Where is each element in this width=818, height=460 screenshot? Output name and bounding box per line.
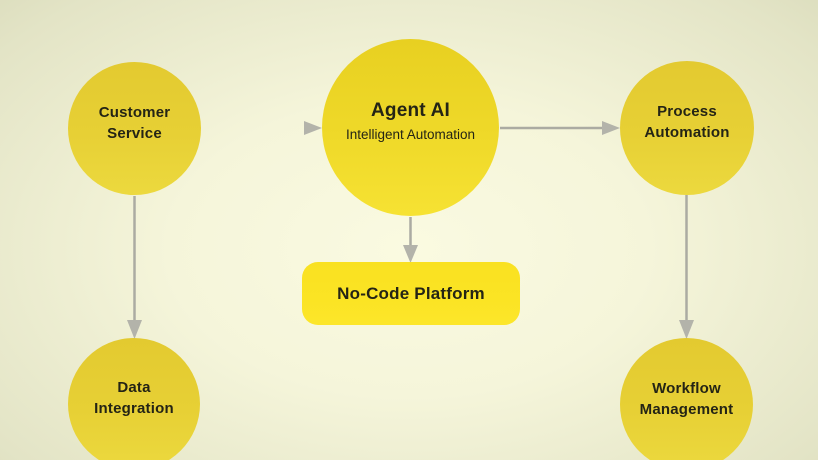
edge-customer-service-to-data-integration bbox=[127, 196, 142, 339]
node-label-line1: Customer bbox=[98, 103, 171, 121]
hub-subtitle: Intelligent Automation bbox=[345, 127, 476, 142]
node-label-line2: Integration bbox=[94, 400, 174, 417]
arrow-right-icon bbox=[304, 121, 322, 135]
node-process-automation[interactable]: Process Automation bbox=[620, 61, 754, 195]
node-label-line1: Process bbox=[657, 103, 717, 120]
node-label-line2: Service bbox=[107, 124, 162, 142]
arrow-right-icon bbox=[602, 121, 620, 135]
node-workflow-management[interactable]: Workflow Management bbox=[620, 338, 753, 460]
node-label: Process Automation bbox=[644, 101, 729, 143]
node-no-code-platform[interactable]: No-Code Platform bbox=[302, 262, 520, 325]
edge-process-automation-to-workflow-management bbox=[679, 195, 694, 339]
node-label: Agent AI Intelligent Automation bbox=[346, 98, 475, 145]
node-label: Workflow Management bbox=[640, 378, 734, 420]
node-label-line1: Data bbox=[117, 379, 151, 396]
hub-title: Agent AI bbox=[370, 100, 450, 121]
arrow-down-icon bbox=[403, 245, 418, 263]
edge-agent-ai-to-no-code-platform bbox=[403, 217, 418, 263]
arrow-down-icon bbox=[127, 320, 142, 339]
platform-label: No-Code Platform bbox=[337, 283, 485, 303]
node-label-line2: Management bbox=[639, 400, 734, 418]
node-label-line1: Workflow bbox=[652, 379, 721, 397]
node-label: Customer Service bbox=[99, 102, 171, 144]
node-label: Data Integration bbox=[94, 377, 174, 419]
arrow-down-icon bbox=[679, 320, 694, 339]
node-customer-service[interactable]: Customer Service bbox=[68, 62, 201, 195]
edge-customer-service-to-agent-ai bbox=[304, 121, 322, 135]
node-label-line2: Automation bbox=[644, 124, 730, 141]
edge-agent-ai-to-process-automation bbox=[500, 121, 620, 135]
node-agent-ai[interactable]: Agent AI Intelligent Automation bbox=[322, 39, 499, 216]
node-data-integration[interactable]: Data Integration bbox=[68, 338, 200, 460]
